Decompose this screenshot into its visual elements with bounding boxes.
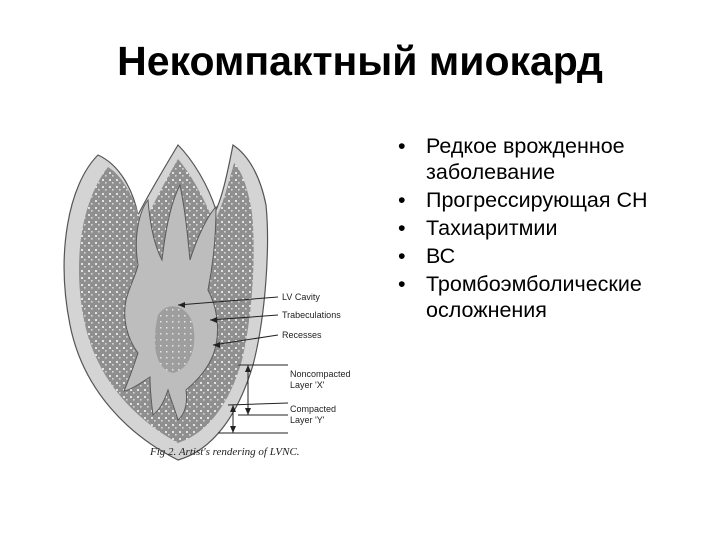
bullet-text: ВС: [426, 244, 456, 268]
bullet-text: Прогрессирующая СН: [426, 188, 648, 212]
label-noncompacted-1: Noncompacted: [290, 369, 351, 379]
slide-title: Некомпактный миокард: [117, 38, 603, 84]
label-compacted-1: Compacted: [290, 404, 336, 414]
bullet-item: • Тахиаритмии: [398, 215, 698, 241]
lvnc-illustration: LV Cavity Trabeculations Recesses Noncom…: [38, 115, 368, 495]
bullet-list: • Редкое врожденное заболевание • Прогресс…: [398, 133, 698, 325]
bullet-item: • ВС: [398, 243, 698, 269]
label-compacted-2: Layer 'Y': [290, 415, 325, 425]
bullet-text: Редкое врожденное заболевание: [426, 134, 625, 184]
lv-cavity: [123, 183, 219, 421]
heart-diagram-svg: LV Cavity Trabeculations Recesses Noncom…: [63, 144, 351, 461]
bullet-item: • Редкое врожденное заболевание: [398, 133, 698, 185]
label-trabeculations: Trabeculations: [282, 310, 341, 320]
bullet-item: • Прогрессирующая СН: [398, 187, 698, 213]
label-recesses: Recesses: [282, 330, 322, 340]
recess-shading: [154, 306, 195, 373]
label-lv-cavity: LV Cavity: [282, 292, 320, 302]
bullet-dot: •: [398, 188, 406, 212]
bullet-dot: •: [398, 216, 406, 240]
bullet-text: Тромбоэмболические осложнения: [426, 272, 642, 322]
label-noncompacted-2: Layer 'X': [290, 380, 325, 390]
bullet-dot: •: [398, 134, 406, 158]
bullet-dot: •: [398, 272, 406, 296]
bullet-text: Тахиаритмии: [426, 216, 558, 240]
bullet-item: • Тромбоэмболические осложнения: [398, 271, 698, 323]
figure-caption: Fig 2. Artist's rendering of LVNC.: [149, 446, 300, 458]
bullet-dot: •: [398, 244, 406, 268]
